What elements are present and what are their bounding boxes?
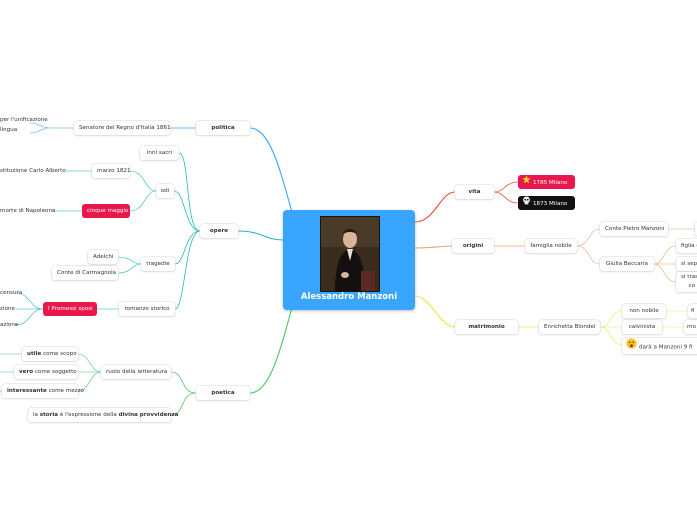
trasferisce-text-2: co	[688, 283, 696, 289]
surprised-face-icon	[626, 338, 637, 356]
utile-rest: come scopo	[41, 351, 77, 357]
vero-node[interactable]: vero come soggetto	[14, 365, 78, 379]
storia-node[interactable]: la storia è l'espressione della divina p…	[28, 408, 178, 422]
non-nobile-child-node[interactable]: fi	[688, 304, 697, 318]
storia-mid: è l'espressione della	[58, 412, 119, 418]
unificazione-text-2[interactable]: lingua	[0, 127, 18, 133]
inni-sacri-node[interactable]: inni sacri	[140, 146, 179, 160]
tragedie-node[interactable]: tragedie	[141, 257, 175, 271]
promessi-sposi-node[interactable]: I Promessi sposi	[43, 302, 97, 316]
famiglia-nobile-node[interactable]: famiglia nobile	[525, 239, 577, 253]
enrichetta-blondel-node[interactable]: Enrichetta Blondel	[539, 320, 600, 334]
cinque-maggio-node[interactable]: cinque maggio	[82, 204, 130, 218]
ruolo-letteratura-node[interactable]: ruolo della letteratura	[101, 365, 171, 379]
topic-matrimonio[interactable]: matrimonio	[455, 320, 518, 334]
nascita-text: 1785 Milano	[533, 180, 568, 186]
zione-text-1[interactable]: zione	[0, 306, 15, 312]
trasferisce-text-1: si tras	[681, 274, 697, 280]
senatore-node[interactable]: Senatore del Regno d'Italia 1861	[74, 121, 171, 135]
vero-rest: come soggetto	[33, 369, 77, 375]
topic-origini[interactable]: origini	[452, 239, 494, 253]
star-icon	[522, 175, 531, 190]
utile-bold: utile	[27, 351, 42, 357]
figli-text: darà a Manzoni 9 fi	[639, 344, 693, 351]
morte-napoleone-text[interactable]: morte di Napoleone	[0, 208, 56, 214]
adelchi-node[interactable]: Adelchi	[88, 250, 118, 264]
giulia-beccaria-node[interactable]: Giulia Beccaria	[600, 257, 654, 271]
separa-node[interactable]: si sepa	[676, 257, 697, 271]
odi-node[interactable]: odi	[156, 184, 174, 198]
trasferisce-node[interactable]: si tras co	[676, 272, 697, 292]
central-title: Alessandro Manzoni	[300, 292, 398, 302]
manzoni-portrait-image	[320, 216, 380, 292]
censura-text[interactable]: censura	[0, 290, 23, 296]
topic-vita[interactable]: vita	[455, 185, 494, 199]
unificazione-text-1[interactable]: per l'unificazione	[0, 117, 48, 123]
interessante-rest: come mezzo	[46, 388, 84, 394]
figlia-node[interactable]: figlia d	[676, 239, 697, 253]
interessante-bold: interessante	[7, 388, 47, 394]
morte-node[interactable]: 1873 Milano	[518, 196, 575, 210]
central-topic[interactable]: Alessandro Manzoni	[283, 210, 415, 310]
topic-politica[interactable]: politica	[196, 121, 250, 135]
figli-node[interactable]: darà a Manzoni 9 fi	[622, 338, 697, 354]
utile-node[interactable]: utile come scopo	[22, 347, 78, 361]
provvidenza-bold: divina provvidenza	[118, 412, 179, 418]
interessante-node[interactable]: interessante come mezzo	[2, 384, 84, 398]
topic-opere[interactable]: opere	[200, 224, 238, 238]
skull-icon	[522, 196, 531, 211]
nascita-node[interactable]: 1785 Milano	[518, 175, 575, 189]
romanzo-storico-node[interactable]: romanzo storico	[119, 302, 175, 316]
topic-poetica[interactable]: poetica	[196, 386, 250, 400]
marzo-1821-node[interactable]: marzo 1821	[92, 164, 131, 178]
pietro-child-node[interactable]	[695, 222, 697, 236]
calvinista-child-node[interactable]: mo	[684, 320, 697, 334]
carmagnola-node[interactable]: Conte di Carmagnola	[52, 266, 118, 280]
morte-text: 1873 Milano	[533, 201, 568, 207]
storia-pre: la	[33, 412, 40, 418]
storia-bold: storia	[39, 412, 59, 418]
zione-text-2[interactable]: azione	[0, 322, 19, 328]
calvinista-node[interactable]: calvinista	[622, 320, 662, 334]
costituzione-text[interactable]: stituzione Carlo Alberto	[0, 168, 66, 174]
vero-bold: vero	[19, 369, 34, 375]
pietro-manzoni-node[interactable]: Conte Pietro Manzoni	[600, 222, 668, 236]
non-nobile-node[interactable]: non nobile	[622, 304, 666, 318]
